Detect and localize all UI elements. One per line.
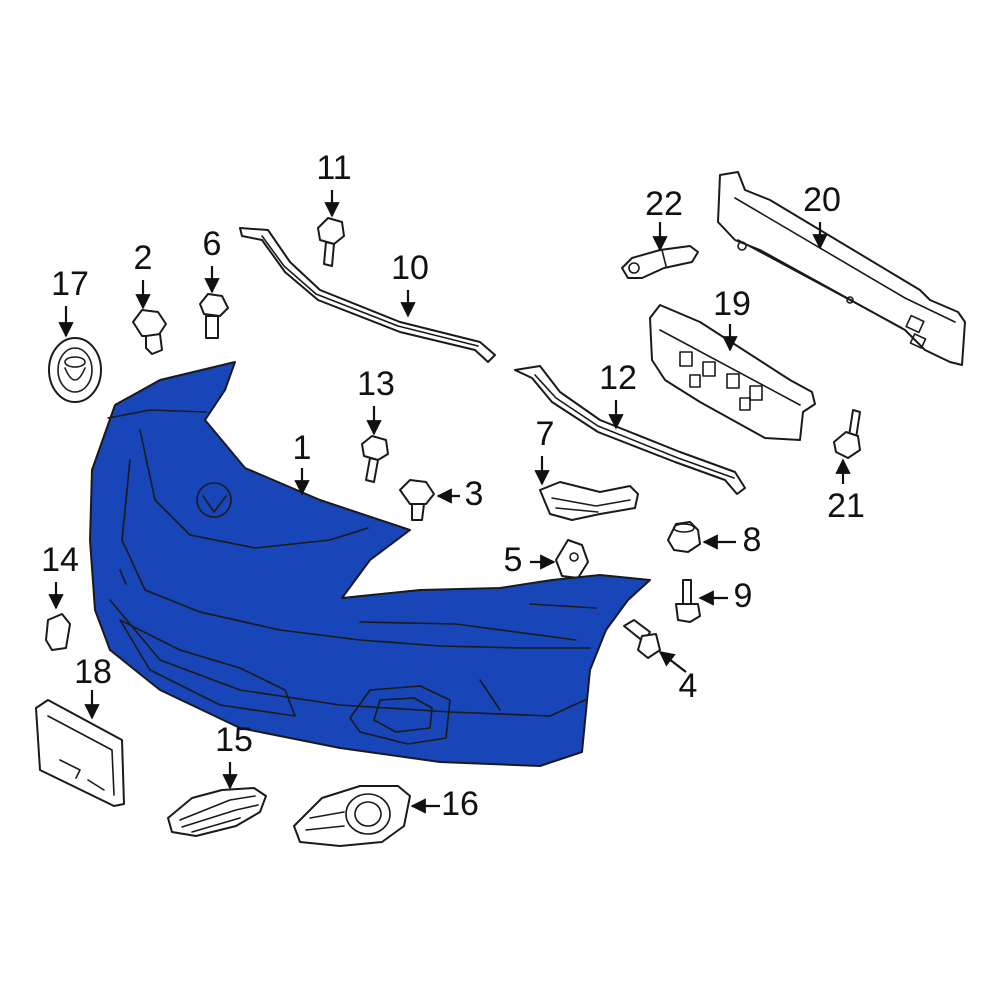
callout-4: 4 (679, 667, 698, 705)
energy-absorber-part (649, 304, 816, 441)
stud-bolt-part (833, 409, 861, 459)
fog-lamp-bezel-part (293, 785, 411, 847)
grille-insert-part (167, 787, 267, 837)
side-bracket-part (539, 481, 639, 521)
callout-16: 16 (441, 785, 479, 823)
callout-5: 5 (504, 541, 523, 579)
callout-14: 14 (41, 541, 79, 579)
bumper-cover-part (89, 361, 651, 767)
callout-13: 13 (357, 365, 395, 403)
upper-retainer-part (239, 227, 496, 363)
emblem-part (48, 337, 102, 403)
callout-11: 11 (316, 149, 351, 187)
screw-grommet-part (623, 619, 661, 659)
lower-retainer-part (514, 365, 746, 495)
callout-3: 3 (465, 475, 484, 513)
callout-9: 9 (734, 577, 753, 615)
hood-lock-bracket-part (621, 245, 699, 279)
callout-labels: 1 2 3 4 5 6 7 8 9 10 11 12 13 14 15 16 1… (41, 149, 865, 823)
leader-lines (48, 190, 851, 814)
callout-20: 20 (803, 181, 841, 219)
impact-bar-part (717, 171, 966, 366)
bolt-11-part (317, 217, 345, 267)
callout-10: 10 (391, 249, 429, 287)
clip-nut-part (667, 521, 701, 553)
callout-8: 8 (743, 521, 762, 559)
tow-eye-cover-part (45, 613, 71, 651)
callout-17: 17 (51, 265, 89, 303)
side-support-clip-part (555, 539, 589, 579)
callout-7: 7 (536, 415, 555, 453)
callout-2: 2 (134, 239, 153, 277)
callout-21: 21 (827, 487, 865, 525)
cover-retainer-part (399, 479, 435, 521)
license-bracket-part (35, 699, 125, 807)
bolt-9-part (675, 579, 701, 623)
callout-22: 22 (645, 185, 683, 223)
callout-12: 12 (599, 359, 637, 397)
callout-15: 15 (215, 721, 253, 759)
callout-1: 1 (293, 429, 312, 467)
callout-18: 18 (74, 653, 112, 691)
bolt-retainer-part (199, 293, 229, 339)
callout-6: 6 (203, 225, 222, 263)
bolt-13-part (361, 435, 389, 483)
push-retainer-part (132, 309, 167, 355)
callout-19: 19 (713, 285, 751, 323)
